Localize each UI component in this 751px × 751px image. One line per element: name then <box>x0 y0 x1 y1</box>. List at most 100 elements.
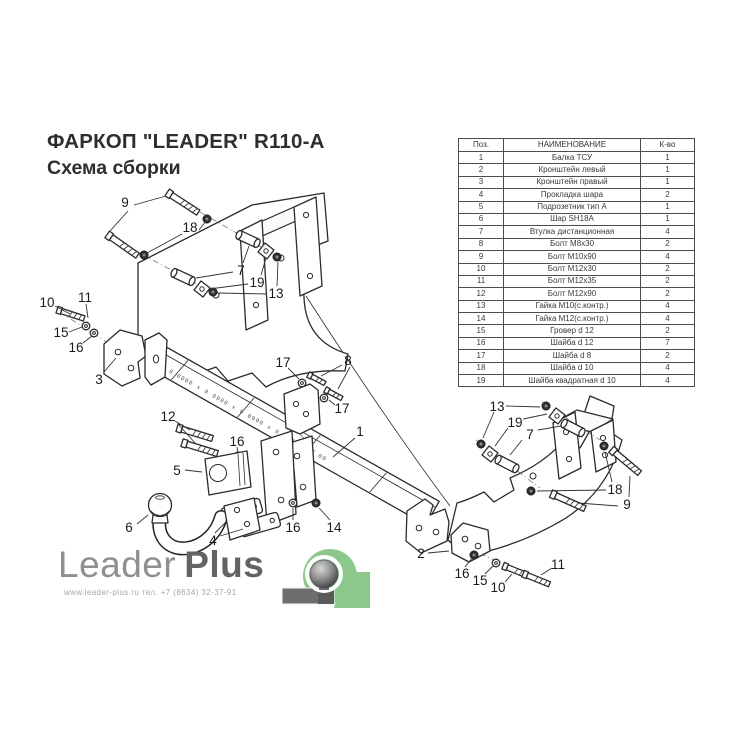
cell-qty: 4 <box>640 250 695 264</box>
cell-name: Шайба d 8 <box>503 349 641 363</box>
cell-qty: 2 <box>640 262 695 276</box>
socket-bracket-5 <box>204 450 252 496</box>
cell-qty: 1 <box>640 200 695 214</box>
right-side-member <box>447 395 623 557</box>
callout-18: 18 <box>607 482 622 497</box>
callout-leader-line <box>464 557 473 568</box>
col-header-name: НАИМЕНОВАНИЕ <box>503 138 641 152</box>
cell-name: Гайка М10(с.контр.) <box>503 299 641 314</box>
cell-qty: 2 <box>640 324 695 338</box>
callout-14: 14 <box>326 520 342 535</box>
callout-leader-line <box>577 502 619 507</box>
table-header-row: Поз. НАИМЕНОВАНИЕ К-во <box>458 138 695 152</box>
callout-leader-line <box>208 283 249 290</box>
washer-18b <box>139 250 149 260</box>
tow-ball <box>147 492 261 556</box>
washer-18rb <box>526 486 536 496</box>
callout-leader-line <box>68 326 83 333</box>
callout-leader-line <box>214 520 228 534</box>
callout-leader-line <box>242 245 250 264</box>
callout-leader-line <box>236 446 239 454</box>
callout-leader-line <box>85 303 89 319</box>
cell-qty: 1 <box>640 212 695 227</box>
callout-leader-line <box>318 507 331 521</box>
cell-qty: 2 <box>640 287 695 301</box>
callout-leader-line <box>82 335 93 344</box>
cell-qty: 2 <box>640 237 695 252</box>
callout-leader-line <box>133 195 167 206</box>
callout-leader-line <box>195 271 234 279</box>
cell-qty: 2 <box>640 349 695 363</box>
cell-qty: 2 <box>640 188 695 202</box>
logo-word-plus: Plus <box>184 544 265 585</box>
cell-qty: 1 <box>640 150 695 165</box>
callout-10: 10 <box>39 295 54 310</box>
cell-name: Болт М10х90 <box>503 250 641 264</box>
callout-3: 3 <box>95 372 103 387</box>
cell-qty: 4 <box>640 225 695 239</box>
callout-leader-line <box>136 514 149 525</box>
cell-qty: 2 <box>640 274 695 289</box>
socket-mount-plate <box>283 383 321 453</box>
nut-13rb <box>476 439 486 449</box>
cell-pos: 13 <box>458 299 504 314</box>
callout-13: 13 <box>489 399 504 414</box>
callout-17: 17 <box>334 401 349 416</box>
callout-10: 10 <box>490 580 505 595</box>
grover-15-left <box>81 321 91 331</box>
cell-name: Прокладка шара <box>503 188 641 202</box>
cell-qty: 1 <box>640 175 695 190</box>
callout-leader-line <box>103 357 117 373</box>
callout-11: 11 <box>551 557 565 572</box>
beam-left-end-plate <box>144 332 168 386</box>
callout-19: 19 <box>249 275 264 290</box>
callout-leader-line <box>427 550 450 554</box>
callout-leader-line <box>522 413 548 420</box>
callout-leader-line <box>332 437 356 458</box>
callout-2: 2 <box>417 546 425 561</box>
cell-pos: 4 <box>458 188 504 202</box>
callout-leader-line <box>505 405 541 408</box>
bolt-12a <box>175 423 215 444</box>
callout-leader-line <box>260 257 267 276</box>
bolt-12b <box>180 438 220 459</box>
washer-18ra <box>599 441 609 451</box>
callout-5: 5 <box>173 463 181 478</box>
nut-14 <box>311 498 321 508</box>
cell-pos: 16 <box>458 336 504 351</box>
cell-name: Балка ТСУ <box>503 150 641 165</box>
callout-leader-line <box>328 399 336 406</box>
callout-leader-line <box>482 411 495 439</box>
cell-name: Шайба d 10 <box>503 361 641 376</box>
beam-right-end-plate <box>405 498 450 554</box>
callout-16: 16 <box>229 434 244 449</box>
callout-leader-line <box>177 423 197 445</box>
callout-8: 8 <box>344 353 352 368</box>
bushing-7rb <box>493 453 521 475</box>
bolt-11r <box>521 569 552 589</box>
callout-18: 18 <box>182 220 197 235</box>
washer-17a <box>297 378 307 388</box>
bracket-3 <box>103 329 147 387</box>
callout-13: 13 <box>268 286 283 301</box>
bolt-9a <box>164 188 202 217</box>
cell-pos: 6 <box>458 212 504 227</box>
callout-leader-line <box>536 489 607 492</box>
